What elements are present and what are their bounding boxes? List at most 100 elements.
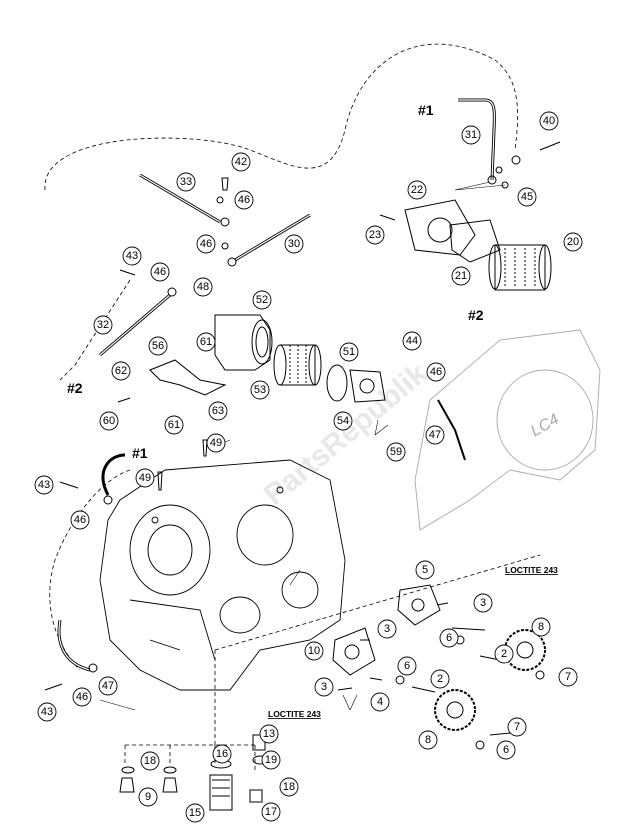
svg-text:46: 46 [238,194,250,206]
loctite-label-upper: LOCTITE 243 [505,565,558,575]
callout: 22 [407,180,427,200]
gear-upper [504,629,546,671]
svg-text:7: 7 [565,671,571,683]
callout: 3 [377,619,397,639]
leader-lines [99,181,506,711]
callout: 13 [259,724,279,744]
callout: 48 [193,277,213,297]
callout: 46 [196,234,216,254]
callout: 19 [261,750,281,770]
callout: 6 [439,628,459,648]
svg-text:54: 54 [337,415,349,427]
callout: 53 [250,380,270,400]
svg-text:8: 8 [425,734,431,746]
callout: 49 [135,468,155,488]
engine-case [99,459,346,691]
ref-2-top: #2 [468,307,484,323]
svg-text:33: 33 [180,176,192,188]
svg-text:49: 49 [210,437,222,449]
svg-text:62: 62 [115,365,127,377]
callout: 42 [231,152,251,172]
callout: 3 [314,677,334,697]
callout: 17 [261,802,281,822]
callout: 52 [252,290,272,310]
svg-text:18: 18 [144,755,156,767]
svg-text:2: 2 [501,648,507,660]
callout: 61 [196,332,216,352]
callout: 46 [72,687,92,707]
svg-text:3: 3 [480,597,486,609]
filter-cover-22 [404,199,476,256]
svg-text:61: 61 [168,419,180,431]
callout: 60 [99,411,119,431]
callout: 3 [473,593,493,613]
svg-text:23: 23 [369,229,381,241]
callout: 2 [494,644,514,664]
ref-2-left: #2 [67,380,83,396]
callout: 46 [234,190,254,210]
callout: 5 [415,560,435,580]
svg-text:6: 6 [446,632,452,644]
svg-text:9: 9 [145,791,151,803]
callout: 23 [365,225,385,245]
callout: 61 [164,415,184,435]
svg-text:15: 15 [189,807,201,819]
callout: 49 [206,433,226,453]
svg-text:8: 8 [538,621,544,633]
svg-text:17: 17 [265,806,277,818]
svg-text:47: 47 [429,429,441,441]
callout: 44 [402,331,422,351]
svg-text:21: 21 [455,270,467,282]
oil-pump [332,627,376,676]
svg-text:60: 60 [103,415,115,427]
svg-text:10: 10 [308,645,320,657]
callout: 15 [185,803,205,823]
callout: 47 [425,425,445,445]
loctite-label-lower: LOCTITE 243 [268,709,321,719]
callout: 18 [279,777,299,797]
svg-text:46: 46 [154,266,166,278]
svg-text:3: 3 [384,623,390,635]
svg-text:46: 46 [430,366,442,378]
callout: 33 [176,172,196,192]
callout: 56 [148,336,168,356]
svg-text:59: 59 [390,446,402,458]
svg-text:63: 63 [212,405,224,417]
svg-text:47: 47 [102,680,114,692]
svg-text:49: 49 [139,472,151,484]
svg-text:48: 48 [197,281,209,293]
svg-text:20: 20 [567,236,579,248]
callout: 6 [397,656,417,676]
svg-text:6: 6 [503,744,509,756]
svg-text:2: 2 [437,673,443,685]
svg-text:19: 19 [265,754,277,766]
svg-text:18: 18 [283,781,295,793]
callout: 16 [212,744,232,764]
svg-text:7: 7 [514,721,520,733]
callout: 31 [461,125,481,145]
svg-text:43: 43 [38,479,50,491]
callout: 62 [111,361,131,381]
callout: 43 [34,475,54,495]
svg-text:5: 5 [422,564,428,576]
oil-filter-element [273,344,322,386]
ref-1-top: #1 [418,102,434,118]
callout: 30 [284,234,304,254]
callout: 32 [93,315,113,335]
callout: 6 [496,740,516,760]
svg-text:22: 22 [411,184,423,196]
svg-text:43: 43 [41,706,53,718]
svg-text:46: 46 [76,691,88,703]
svg-text:56: 56 [152,340,164,352]
callout: 59 [386,442,406,462]
bracket [149,359,227,396]
svg-text:16: 16 [216,748,228,760]
gasket-21 [449,219,501,263]
callout: 2 [430,669,450,689]
o-ring [326,364,348,402]
oil-filter-20 [488,244,552,291]
callout: 63 [208,401,228,421]
callouts: 42 46 33 46 30 43 46 48 52 32 56 61 62 6… [34,111,583,823]
callout: 8 [418,730,438,750]
